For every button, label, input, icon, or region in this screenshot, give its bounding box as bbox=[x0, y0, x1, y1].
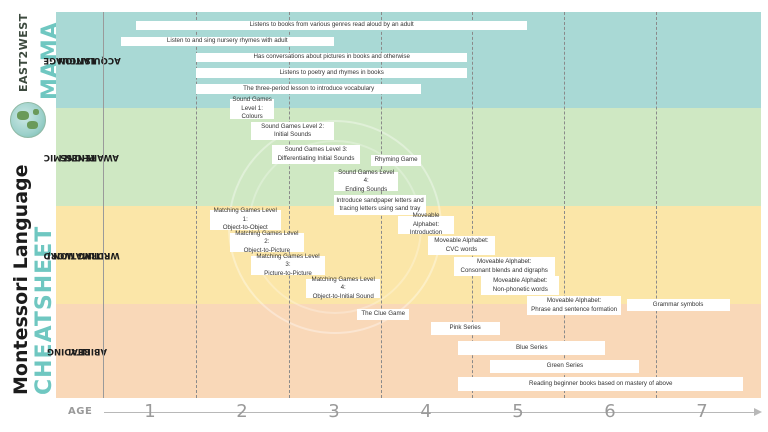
activity-box: Moveable Alphabet: CVC words bbox=[427, 236, 495, 255]
activity-box: Matching Games Level 2: Object-to-Pictur… bbox=[230, 230, 304, 254]
grid-line-start bbox=[103, 12, 104, 398]
activity-box: Has conversations about pictures in book… bbox=[196, 53, 468, 62]
activity-box: Matching Games Level 3: Picture-to-Pictu… bbox=[251, 253, 325, 277]
activity-box: Grammar symbols bbox=[626, 299, 730, 311]
activity-box: Listens to poetry and rhymes in books bbox=[196, 68, 468, 78]
band-label-line: ABILITY bbox=[70, 346, 108, 356]
band-label-line: AWARENESS bbox=[59, 152, 119, 162]
activity-box: Introduce sandpaper letters and tracing … bbox=[334, 195, 426, 215]
band-label-line: WRITING bbox=[77, 250, 121, 260]
age-axis-line bbox=[104, 412, 756, 413]
activity-box: The Clue Game bbox=[357, 309, 410, 320]
activity-box: Listen to and sing nursery rhymes with a… bbox=[120, 37, 334, 46]
activity-box: Moveable Alphabet: Phrase and sentence f… bbox=[527, 296, 622, 315]
activity-box: Pink Series bbox=[430, 322, 500, 335]
age-tick: 6 bbox=[604, 401, 616, 422]
age-tick: 4 bbox=[420, 401, 432, 422]
grid-line bbox=[289, 12, 290, 398]
grid-line bbox=[564, 12, 565, 398]
age-tick: 5 bbox=[512, 401, 524, 422]
age-tick: 7 bbox=[696, 401, 708, 422]
activity-box: Moveable Alphabet: Introduction bbox=[398, 212, 454, 236]
age-tick: 2 bbox=[236, 401, 248, 422]
logo-text-east2west: EAST2WEST bbox=[17, 13, 30, 92]
age-axis-label: AGE bbox=[68, 406, 93, 417]
age-tick: 3 bbox=[328, 401, 340, 422]
activity-box: Reading beginner books based on mastery … bbox=[458, 377, 744, 391]
activity-box: Matching Games Level 1: Object-to-Object bbox=[209, 207, 281, 231]
age-tick: 1 bbox=[144, 401, 156, 422]
activity-box: Moveable Alphabet: Non-phonetic words bbox=[481, 276, 560, 295]
brand-logo: EAST2WEST MAMA bbox=[4, 8, 63, 138]
activity-box: Rhyming Game bbox=[370, 155, 422, 166]
band-label-line: ACQUISITION bbox=[57, 55, 121, 65]
activity-box: Sound Games Level 1: Colours bbox=[230, 96, 275, 120]
activity-box: Matching Games Level 4: Object-to-Initia… bbox=[306, 276, 380, 300]
activity-box: Blue Series bbox=[458, 341, 606, 355]
activity-box: Sound Games Level 2: Initial Sounds bbox=[251, 122, 334, 140]
globe-icon bbox=[10, 102, 46, 138]
cheatsheet-title: Montessori Language CHEATSHEET bbox=[10, 164, 57, 395]
activity-box: Moveable Alphabet: Consonant blends and … bbox=[453, 257, 555, 276]
title-line1: Montessori Language bbox=[10, 164, 32, 395]
grid-line bbox=[196, 12, 197, 398]
activity-box: Sound Games Level 4: Ending Sounds bbox=[334, 169, 399, 193]
activity-box: Sound Games Level 3: Differentiating Ini… bbox=[272, 145, 360, 164]
activity-box: Green Series bbox=[490, 360, 640, 373]
activity-box: The three-period lesson to introduce voc… bbox=[196, 84, 422, 94]
grid-line bbox=[656, 12, 657, 398]
arrow-right-icon bbox=[754, 408, 762, 416]
grid-line bbox=[472, 12, 473, 398]
activity-box: Listens to books from various genres rea… bbox=[136, 21, 528, 30]
